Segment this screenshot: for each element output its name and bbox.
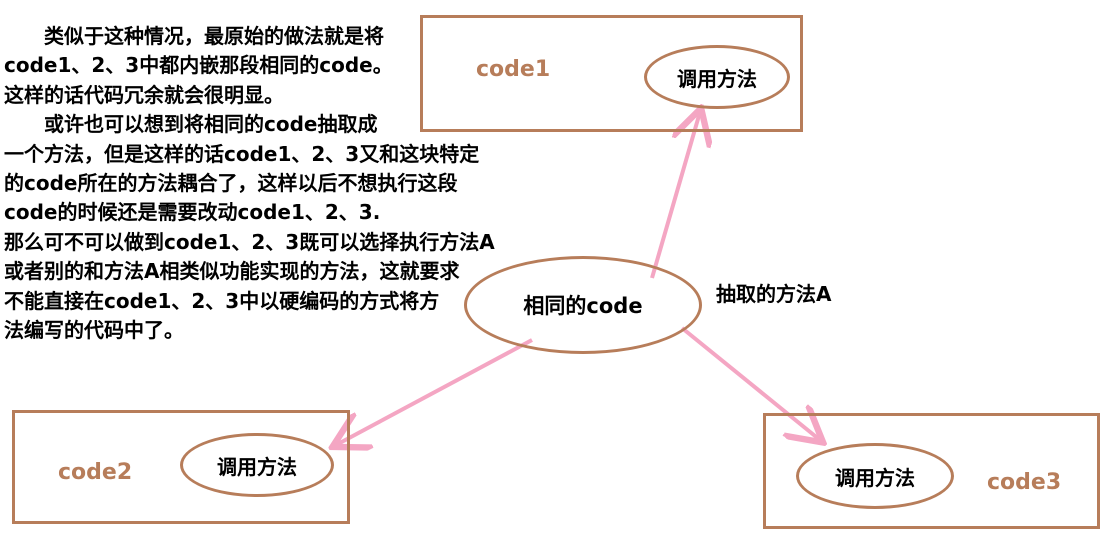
paragraph-line: 法编写的代码中了。 (4, 318, 184, 343)
code3-label: code3 (987, 470, 1062, 495)
paragraph-line: 的code所在的方法耦合了，这样以后不想执行这段 (4, 171, 458, 196)
arrow-to-code1 (650, 112, 700, 279)
paragraph-line: 这样的话代码冗余就会很明显。 (4, 82, 284, 107)
extract-method-label: 抽取的方法A (716, 282, 832, 306)
code2-call-method: 调用方法 (180, 433, 334, 497)
shared-code-node: 相同的code (464, 256, 702, 354)
paragraph-line: 或许也可以想到将相同的code抽取成 (4, 112, 378, 137)
code2-label: code2 (58, 460, 133, 485)
code1-box (420, 15, 803, 132)
code2-box (12, 410, 350, 524)
paragraph-line: code1、2、3中都内嵌那段相同的code。 (4, 53, 393, 78)
paragraph-line: 那么可不可以做到code1、2、3既可以选择执行方法A (4, 229, 495, 254)
paragraph-line: 类似于这种情况，最原始的做法就是将 (4, 24, 384, 48)
code3-call-method: 调用方法 (796, 443, 954, 509)
code1-label: code1 (476, 57, 551, 82)
code1-call-method: 调用方法 (644, 45, 790, 109)
paragraph-line: 不能直接在code1、2、3中以硬编码的方式将方 (4, 288, 440, 313)
arrow-to-code3 (680, 326, 820, 440)
arrow-to-code2 (336, 338, 533, 445)
paragraph-line: 一个方法，但是这样的话code1、2、3又和这块特定 (4, 141, 480, 166)
paragraph-line: code的时候还是需要改动code1、2、3. (4, 200, 381, 225)
description-paragraph: 类似于这种情况，最原始的做法就是将 code1、2、3中都内嵌那段相同的code… (4, 22, 539, 345)
code3-box (763, 413, 1100, 529)
paragraph-line: 或者别的和方法A相类似功能实现的方法，这就要求 (4, 259, 460, 284)
